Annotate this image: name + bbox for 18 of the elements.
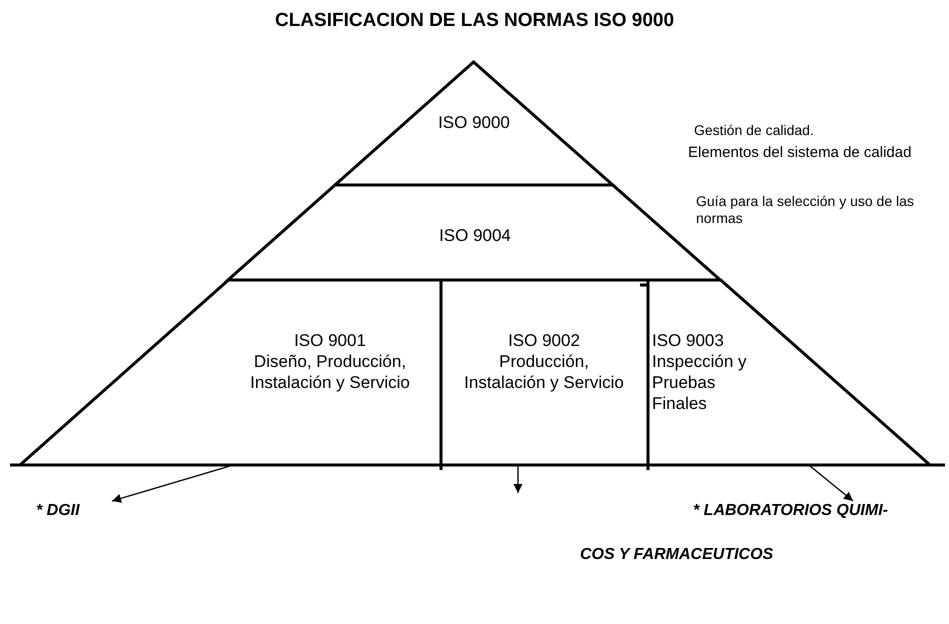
arrow bbox=[513, 466, 523, 493]
section-heading: ISO 9001 bbox=[293, 330, 367, 351]
list-entry: COS Y FARMACEUTICOS bbox=[580, 546, 774, 563]
note-text: Elementos del sistema de calidad bbox=[688, 144, 912, 161]
note-text: Guía para la selección y uso de las normas bbox=[696, 193, 915, 227]
section-heading: * LABORATORIOS QUIMI- bbox=[693, 501, 888, 521]
section-heading: ISO 9003 bbox=[652, 330, 725, 351]
section-description: Diseño, Producción, Instalación y Servicio bbox=[249, 351, 411, 393]
section-description: Inspección y Pruebas Finales bbox=[652, 351, 748, 414]
arrow bbox=[112, 465, 230, 503]
section-heading: ISO 9002 bbox=[507, 330, 581, 351]
diagram-title: CLASIFICACION DE LAS NORMAS ISO 9000 bbox=[274, 10, 676, 32]
note-text: Gestión de calidad. bbox=[694, 122, 814, 139]
section-heading: ISO 9004 bbox=[438, 225, 512, 246]
section-description: Producción, Instalación y Servicio bbox=[463, 351, 625, 393]
section-heading: * DGII bbox=[36, 501, 80, 521]
arrow bbox=[810, 466, 854, 502]
section-heading: ISO 9000 bbox=[437, 112, 511, 133]
